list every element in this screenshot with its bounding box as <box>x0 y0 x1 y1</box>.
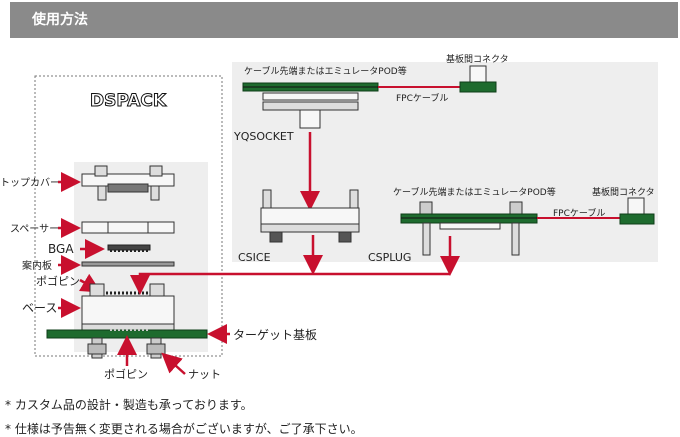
yqsocket-assembly <box>242 65 497 129</box>
label-pogo-pin-top: ポゴピン <box>36 274 80 288</box>
label-pogo-pin-bottom: ポゴピン <box>104 367 148 380</box>
label-guide-board: 案内板 <box>22 259 52 272</box>
label-fpc-cable-1: FPCケーブル <box>396 92 448 104</box>
label-csice: CSICE <box>238 251 271 264</box>
label-base: ベース <box>22 301 57 315</box>
bga-part <box>107 244 151 252</box>
base-part <box>81 283 175 333</box>
note-spec-change: * 仕様は予告無く変更される場合がございますが、ご了承下さい。 <box>5 422 363 436</box>
section-header: 使用方法 <box>10 2 678 38</box>
note-custom: * カスタム品の設計・製造も承っております。 <box>5 398 253 412</box>
nut-part <box>87 337 166 359</box>
label-cable-tip-2: ケーブル先端またはエミュレータPOD等 <box>393 186 556 198</box>
label-nut: ナット <box>188 368 221 380</box>
dspack-panel <box>34 75 223 357</box>
label-cable-tip-1: ケーブル先端またはエミュレータPOD等 <box>244 65 407 77</box>
label-top-cover: トップカバー <box>0 177 60 189</box>
label-board-connector-2: 基板間コネクタ <box>592 186 655 198</box>
section-title: 使用方法 <box>32 12 88 28</box>
usage-diagram: DSPACK トップカバー スペーサー BGA 案内板 ポゴピン ベース ター <box>0 53 658 380</box>
label-spacer: スペーサー <box>10 223 59 235</box>
guide-board-part <box>81 261 175 267</box>
dspack-title: DSPACK <box>90 91 167 111</box>
label-bga: BGA <box>48 242 74 256</box>
spacer-part <box>81 221 175 234</box>
label-board-connector-1: 基板間コネクタ <box>446 53 509 65</box>
label-yqsocket: YQSOCKET <box>233 130 294 143</box>
label-csplug: CSPLUG <box>368 251 411 264</box>
csplug-assembly <box>400 197 655 256</box>
label-fpc-cable-2: FPCケーブル <box>553 207 605 219</box>
arrow-to-dspack <box>130 272 450 295</box>
csice-part <box>260 189 360 243</box>
top-cover-part <box>81 165 175 201</box>
arrow-nut <box>161 352 186 375</box>
target-board-part <box>46 329 208 339</box>
label-target-board: ターゲット基板 <box>233 328 317 342</box>
